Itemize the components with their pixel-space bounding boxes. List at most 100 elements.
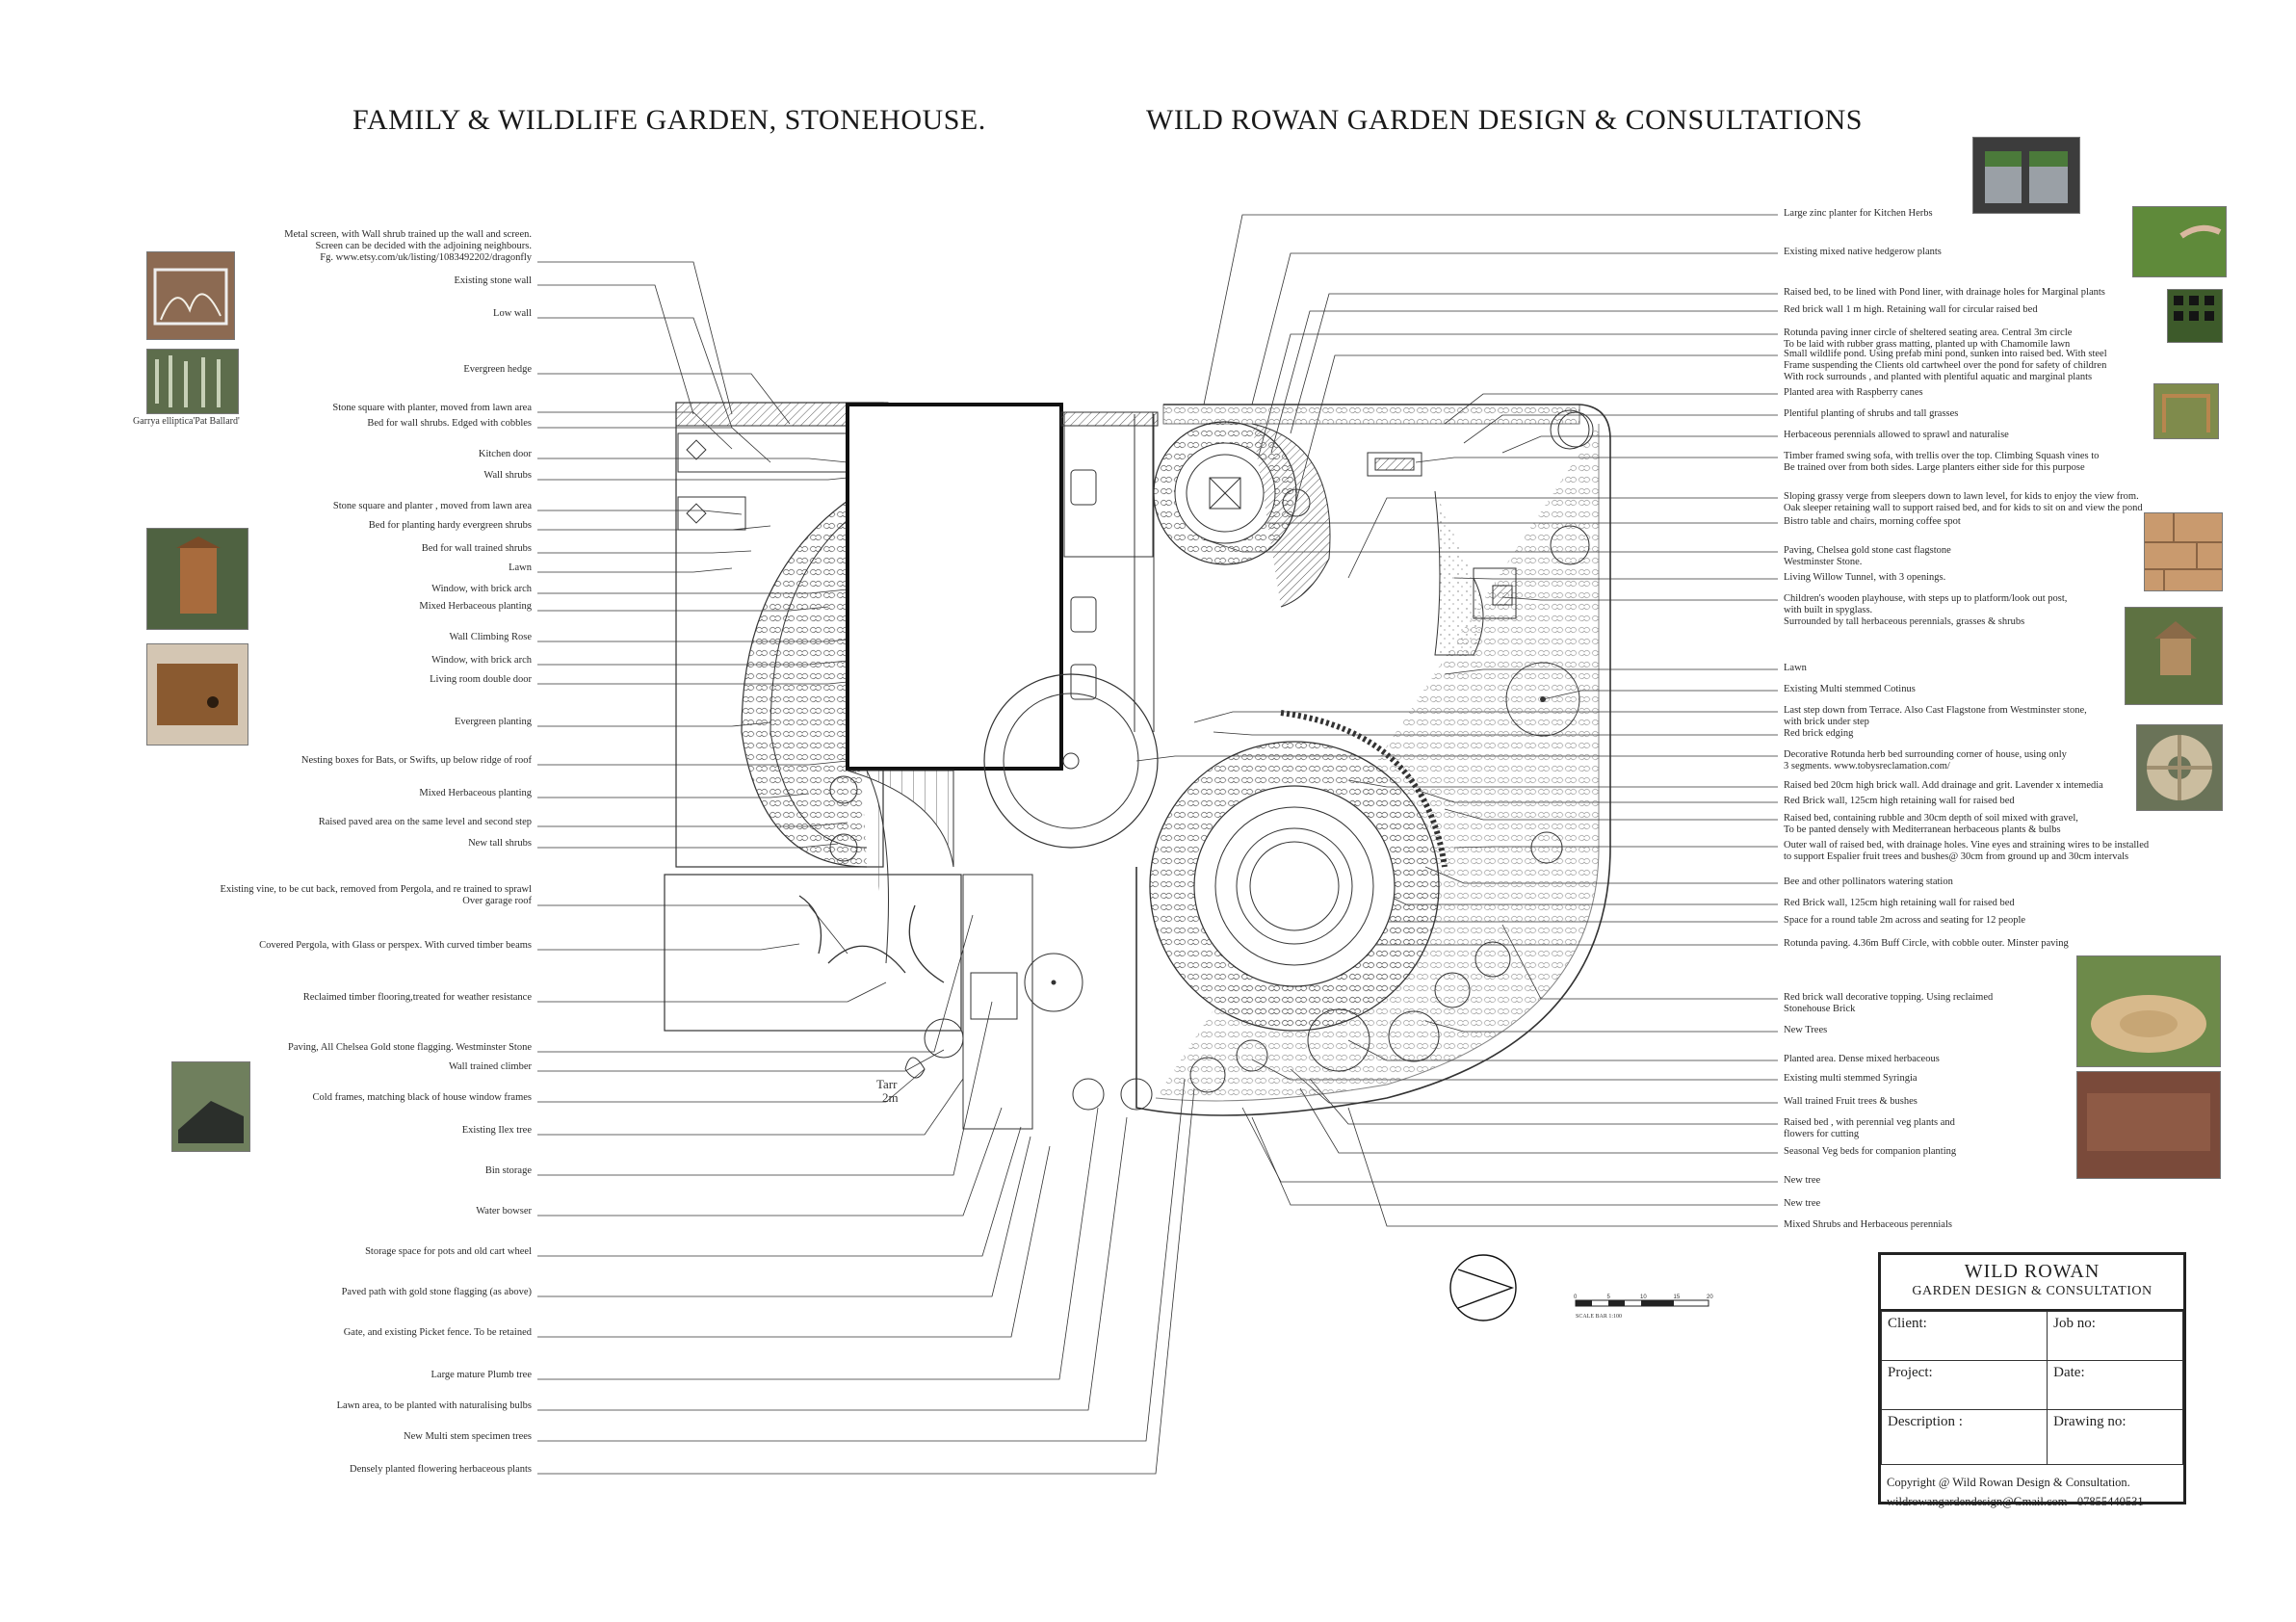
playhouse bbox=[1473, 567, 1517, 619]
left-callout: Water bowser bbox=[476, 1206, 532, 1216]
stonehouse-brick-photo bbox=[2076, 1071, 2221, 1179]
right-callout: New Trees bbox=[1784, 1025, 1828, 1035]
covered-pergola bbox=[664, 874, 962, 1032]
contact-text: wildrowangardendesign@Gmail.com - 078554… bbox=[1887, 1495, 2144, 1508]
photo-caption: Garrya elliptica'Pat Ballard' bbox=[133, 416, 240, 427]
right-callout: New tree bbox=[1784, 1198, 1821, 1209]
zinc-planter-photo bbox=[1972, 137, 2080, 214]
right-callout: Outer wall of raised bed, with drainage … bbox=[1784, 840, 2150, 862]
left-callout: Bin storage bbox=[484, 1165, 532, 1176]
left-callout: Cold frames, matching black of house win… bbox=[312, 1092, 532, 1103]
left-callout: New tall shrubs bbox=[468, 838, 532, 849]
left-callout: Wall shrubs bbox=[483, 470, 532, 481]
round-table-space bbox=[1249, 841, 1340, 931]
garrya-photo bbox=[146, 349, 239, 414]
right-callout: New tree bbox=[1784, 1175, 1821, 1186]
left-callout: Bed for wall shrubs. Edged with cobbles bbox=[367, 418, 532, 429]
left-callout: Window, with brick arch bbox=[431, 655, 532, 666]
right-callout: Red Brick wall, 125cm high retaining wal… bbox=[1784, 898, 2015, 908]
right-callout: Paving, Chelsea gold stone cast flagston… bbox=[1784, 545, 1951, 567]
willow-tunnel bbox=[1434, 490, 1484, 656]
job-no-field: Job no: bbox=[2047, 1311, 2183, 1361]
right-callout: Planted area. Dense mixed herbaceous bbox=[1784, 1054, 1940, 1064]
right-callout: Mixed Shrubs and Herbaceous perennials bbox=[1784, 1219, 1952, 1230]
left-callout: Gate, and existing Picket fence. To be r… bbox=[343, 1327, 532, 1338]
left-callout: Bed for wall trained shrubs bbox=[421, 543, 532, 554]
left-callout: Lawn area, to be planted with naturalisi… bbox=[336, 1400, 532, 1411]
existing-vine bbox=[798, 895, 945, 983]
right-callout: Existing mixed native hedgerow plants bbox=[1784, 247, 1942, 257]
description-field: Description : bbox=[1880, 1409, 2048, 1465]
rotunda-paving-photo bbox=[2076, 955, 2221, 1067]
scale-tick-label: 15 bbox=[1674, 1295, 1681, 1300]
right-callout: Plentiful planting of shrubs and tall gr… bbox=[1784, 408, 1959, 419]
rotunda-herb-photo bbox=[2136, 724, 2223, 811]
garden-boundary bbox=[1135, 404, 1611, 1116]
right-callout: Existing Multi stemmed Cotinus bbox=[1784, 684, 1916, 694]
rotunda-herb-bed bbox=[983, 673, 1159, 849]
right-callout: Bistro table and chairs, morning coffee … bbox=[1784, 516, 1961, 527]
right-callout: Last step down from Terrace. Also Cast F… bbox=[1784, 705, 2087, 727]
left-callout: Living room double door bbox=[430, 674, 532, 685]
right-callout: Seasonal Veg beds for companion planting bbox=[1784, 1146, 1957, 1157]
red-brick-wall-raised bbox=[1280, 710, 1448, 868]
left-callout: Raised paved area on the same level and … bbox=[318, 817, 532, 827]
cold-frame-photo bbox=[171, 1061, 250, 1152]
scale-tick-label: 5 bbox=[1607, 1295, 1611, 1300]
right-callout: Rotunda paving. 4.36m Buff Circle, with … bbox=[1784, 938, 2069, 949]
rubber-mat-photo bbox=[2167, 289, 2223, 343]
scale-tick-label: 20 bbox=[1707, 1295, 1713, 1300]
right-callout: Raised bed, containing rubble and 30cm d… bbox=[1784, 813, 2078, 835]
left-callout: Mixed Herbaceous planting bbox=[419, 788, 532, 798]
left-callout: Mixed Herbaceous planting bbox=[419, 601, 532, 612]
left-callout: Large mature Plumb tree bbox=[430, 1370, 532, 1380]
cobble-bed bbox=[741, 500, 868, 868]
right-callout: Small wildlife pond. Using prefab mini p… bbox=[1784, 349, 2107, 382]
scale-label: SCALE BAR 1:100 bbox=[1576, 1314, 1623, 1320]
left-callout: Existing stone wall bbox=[454, 275, 533, 286]
scale-tick-label: 10 bbox=[1640, 1295, 1647, 1300]
house bbox=[846, 403, 1063, 771]
right-callout: Raised bed 20cm high brick wall. Add dra… bbox=[1784, 780, 2103, 791]
left-callout: Window, with brick arch bbox=[431, 584, 532, 594]
timber-flooring bbox=[847, 770, 954, 868]
left-callout: Wall Climbing Rose bbox=[449, 632, 533, 642]
left-callout: Paving, All Chelsea Gold stone flagging.… bbox=[288, 1042, 532, 1053]
right-callout: Red brick edging bbox=[1784, 728, 1854, 739]
scale-bar: 0 5 10 15 20 bbox=[1574, 1295, 1713, 1307]
left-callout: Evergreen planting bbox=[455, 717, 532, 727]
side-path bbox=[962, 874, 1033, 1130]
right-callout: Raised bed , with perennial veg plants a… bbox=[1784, 1117, 1955, 1139]
right-callout: Space for a round table 2m across and se… bbox=[1784, 915, 2026, 926]
swing-sofa-photo bbox=[2153, 383, 2219, 439]
right-callout: Living Willow Tunnel, with 3 openings. bbox=[1784, 572, 1946, 583]
left-callout: Storage space for pots and old cart whee… bbox=[365, 1246, 532, 1257]
right-callout: Red brick wall 1 m high. Retaining wall … bbox=[1784, 304, 2038, 315]
right-callout: Decorative Rotunda herb bed surrounding … bbox=[1784, 749, 2067, 772]
right-callout: Red brick wall decorative topping. Using… bbox=[1784, 992, 1994, 1014]
right-callout: Wall trained Fruit trees & bushes bbox=[1784, 1096, 1918, 1107]
right-callout: Large zinc planter for Kitchen Herbs bbox=[1784, 208, 1933, 219]
right-callout: Sloping grassy verge from sleepers down … bbox=[1784, 491, 2143, 513]
right-callout: Red Brick wall, 125cm high retaining wal… bbox=[1784, 796, 2015, 806]
left-callout: Existing vine, to be cut back, removed f… bbox=[220, 884, 532, 906]
left-callout: Evergreen hedge bbox=[463, 364, 532, 375]
raised-pond-bed bbox=[1251, 423, 1331, 608]
left-callout: Paved path with gold stone flagging (as … bbox=[341, 1287, 532, 1297]
left-callout: Reclaimed timber flooring,treated for we… bbox=[302, 992, 532, 1003]
playhouse-photo bbox=[2125, 607, 2223, 705]
north-arrow bbox=[1449, 1254, 1517, 1321]
left-callout: Low wall bbox=[493, 308, 532, 319]
right-callout: Rotunda paving inner circle of sheltered… bbox=[1784, 327, 2073, 350]
date-field: Date: bbox=[2047, 1360, 2183, 1410]
left-callout: Bed for planting hardy evergreen shrubs bbox=[368, 520, 532, 531]
left-callout: Nesting boxes for Bats, or Swifts, up be… bbox=[300, 755, 532, 766]
bin-storage bbox=[970, 972, 1018, 1020]
right-callout: Lawn bbox=[1784, 663, 1807, 673]
project-field: Project: bbox=[1880, 1360, 2048, 1410]
scale-tick-label: 0 bbox=[1574, 1295, 1578, 1300]
metal-screen-photo bbox=[146, 251, 235, 340]
cotinus-tree bbox=[1505, 662, 1580, 737]
left-callout: New Multi stem specimen trees bbox=[404, 1431, 532, 1442]
